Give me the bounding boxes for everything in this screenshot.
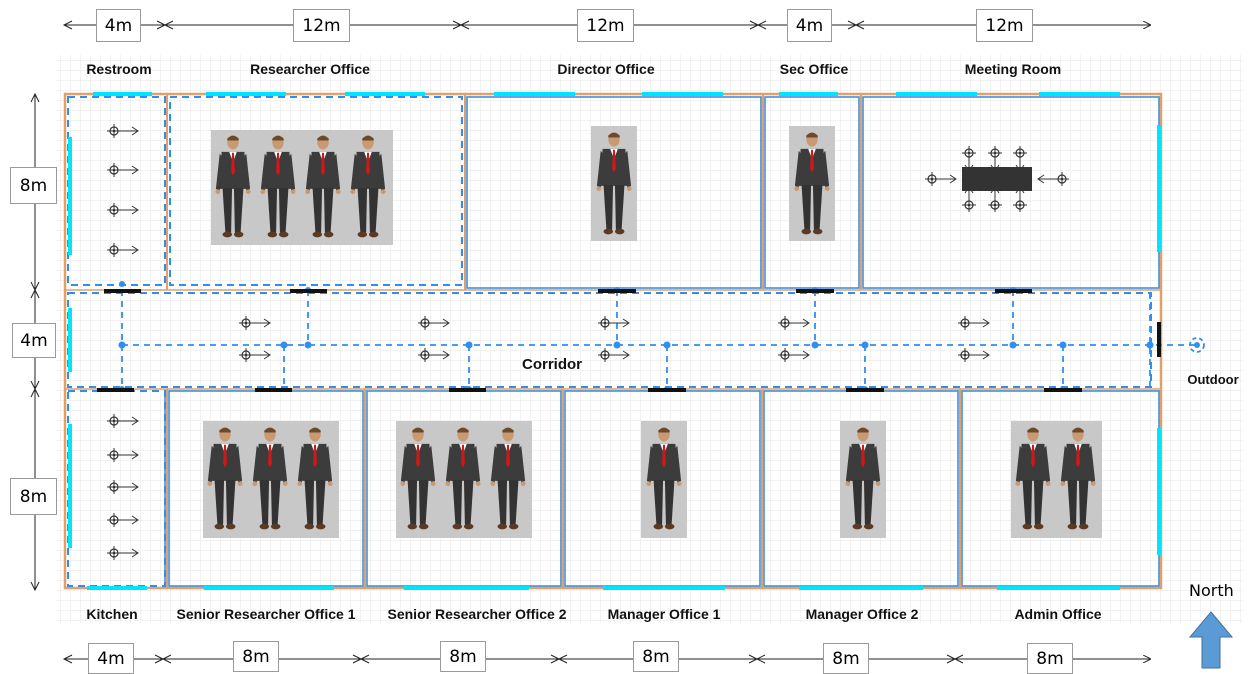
- label-senior-researcher-office-1: Senior Researcher Office 1: [176, 606, 356, 622]
- label-north: North: [1189, 581, 1234, 600]
- label-manager-office-2: Manager Office 2: [805, 606, 919, 622]
- navigation-graph: [121, 290, 1197, 389]
- dim-bottom-kitchen: 4m: [88, 643, 134, 674]
- north-arrow-icon: [1188, 611, 1234, 669]
- label-admin-office: Admin Office: [1014, 606, 1102, 622]
- dim-left-corridor: 4m: [12, 323, 56, 358]
- label-outdoor: Outdoor: [1187, 372, 1239, 387]
- dim-bottom-senior1: 8m: [233, 641, 279, 672]
- label-corridor: Corridor: [522, 356, 582, 373]
- label-restroom: Restroom: [86, 61, 152, 77]
- label-sec-office: Sec Office: [779, 61, 849, 77]
- windows: [68, 92, 1161, 590]
- label-director-office: Director Office: [557, 61, 655, 77]
- dim-top-director: 12m: [577, 9, 634, 42]
- dim-top-researcher: 12m: [293, 9, 350, 42]
- dim-bottom-admin: 8m: [1027, 643, 1073, 674]
- doors: [97, 289, 1161, 392]
- dim-bottom-manager1: 8m: [633, 641, 679, 672]
- label-kitchen: Kitchen: [86, 606, 138, 622]
- dim-bottom-senior2: 8m: [440, 641, 486, 672]
- label-manager-office-1: Manager Office 1: [607, 606, 721, 622]
- outdoor-node: [1189, 337, 1205, 353]
- dim-top-sec: 4m: [787, 9, 832, 42]
- label-meeting-room: Meeting Room: [964, 61, 1062, 77]
- dim-left-bottom: 8m: [10, 478, 57, 515]
- dim-top-restroom: 4m: [96, 9, 141, 42]
- meeting-table: [962, 167, 1032, 191]
- label-researcher-office: Researcher Office: [250, 61, 370, 77]
- dim-left-top: 8m: [10, 167, 57, 204]
- dim-top-meeting: 12m: [976, 9, 1033, 42]
- label-senior-researcher-office-2: Senior Researcher Office 2: [387, 606, 567, 622]
- dim-bottom-manager2: 8m: [823, 643, 869, 674]
